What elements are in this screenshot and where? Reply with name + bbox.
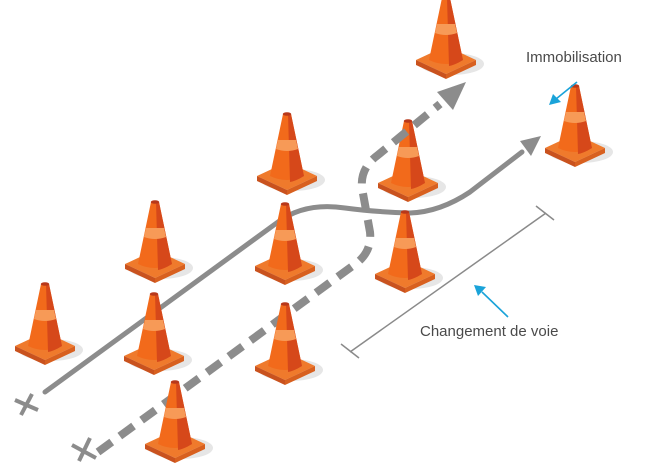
traffic-cone-icon (145, 380, 213, 463)
traffic-cone-icon (124, 292, 192, 375)
pointer-arrow-immobilisation (549, 81, 578, 105)
traffic-cone-icon (255, 202, 323, 285)
pointer-arrow-lane-change (474, 285, 509, 318)
traffic-cone-icon (15, 282, 83, 365)
traffic-cone-icon (255, 302, 323, 385)
dashed-path (71, 82, 466, 462)
label-immobilisation: Immobilisation (526, 49, 622, 66)
traffic-cone-icon (375, 210, 443, 293)
traffic-cone-icon (378, 119, 446, 202)
lane-change-dimension-line (340, 205, 555, 359)
solid-path (14, 136, 541, 416)
traffic-cone-icon (257, 112, 325, 195)
arrow-icon (437, 82, 466, 110)
arrow-icon (520, 136, 541, 156)
label-lane-change: Changement de voie (420, 323, 559, 340)
traffic-cone-icon (416, 0, 484, 80)
traffic-cone-icon (125, 200, 193, 283)
